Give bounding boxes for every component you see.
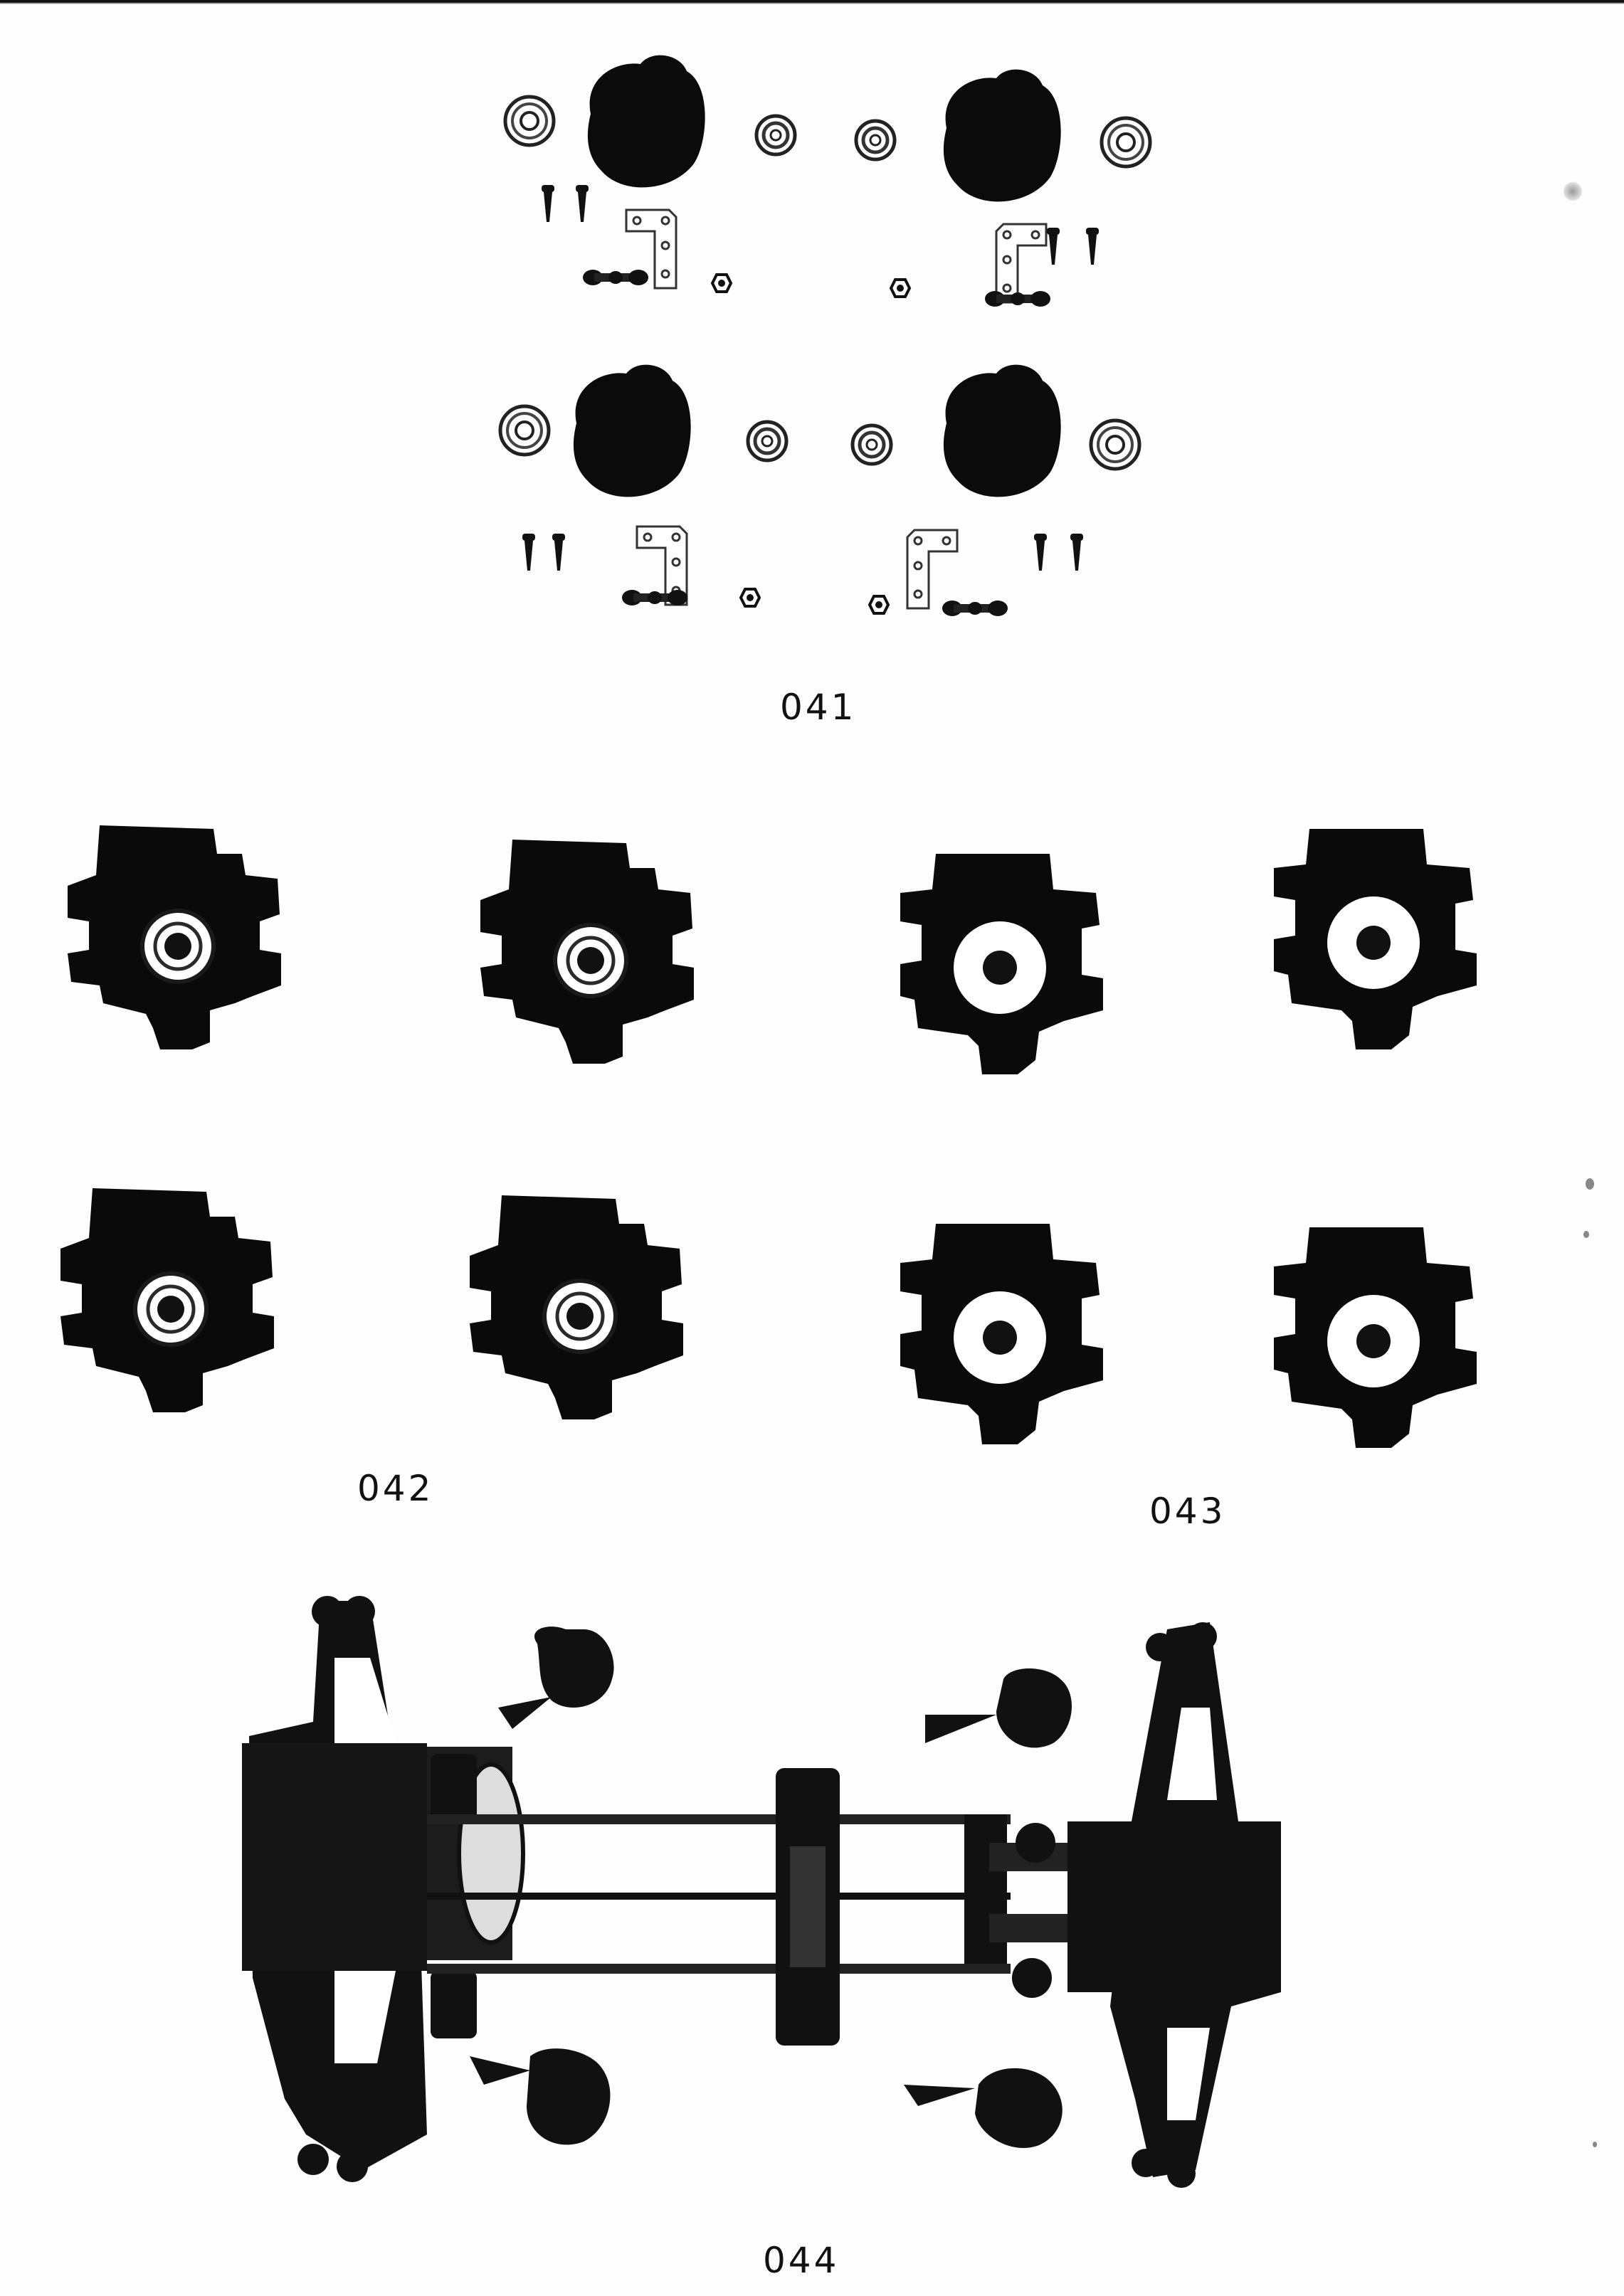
figure-label-044: 044 [763,2240,840,2281]
scan-speck [1593,2142,1597,2147]
scan-speck [1563,181,1583,201]
figure-042-parts [60,825,694,1419]
figure-044-chassis [242,1596,1281,2188]
figure-label-041: 041 [780,687,857,728]
figure-label-043: 043 [1149,1491,1226,1532]
figure-label-042: 042 [357,1468,434,1509]
scan-speck [1586,1178,1594,1190]
figure-041-parts [500,55,1150,616]
scan-edge [0,0,1624,4]
figure-043-parts [900,829,1477,1448]
scan-speck [1583,1231,1589,1238]
